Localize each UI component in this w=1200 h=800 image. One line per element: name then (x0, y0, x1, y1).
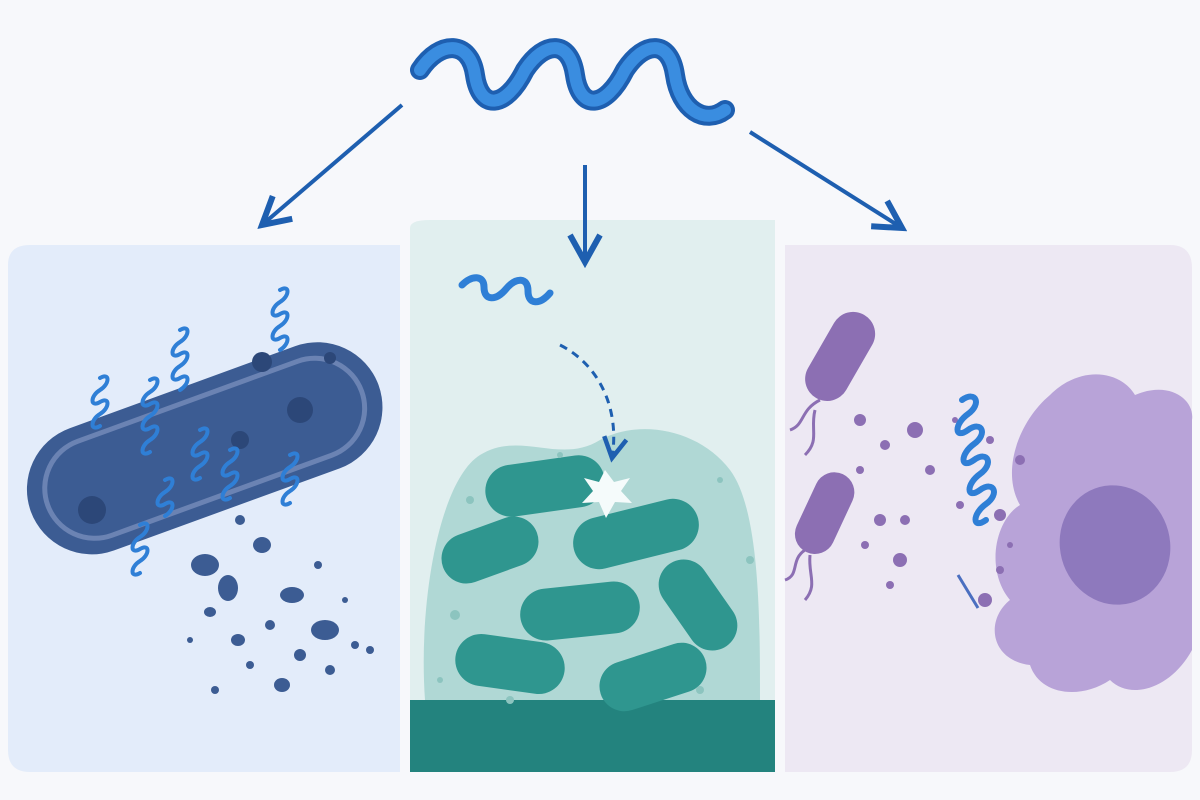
debris-particles (187, 515, 374, 694)
arrow-to-panel-3 (748, 130, 902, 228)
penetration-path (559, 343, 614, 458)
peptide-tail (956, 574, 980, 609)
arrow-to-panel-1 (262, 103, 404, 225)
biofilm-bacteria (441, 455, 738, 712)
immune-cell-icon (994, 374, 1193, 692)
bacterium-lysis-icon (26, 286, 383, 694)
matrix-dots (437, 452, 754, 704)
peptide-helix-icon (410, 38, 735, 126)
immunomodulatory-peptide-icon (954, 393, 997, 527)
penetrating-peptide-icon (458, 274, 554, 306)
substrate (410, 700, 775, 772)
burst-icon (582, 470, 632, 518)
signal-particles (854, 414, 1025, 607)
purple-bacteria (784, 311, 876, 601)
membrane-peptides (90, 286, 300, 577)
biofilm-icon (410, 274, 775, 772)
cytoplasm-granules (78, 352, 336, 524)
